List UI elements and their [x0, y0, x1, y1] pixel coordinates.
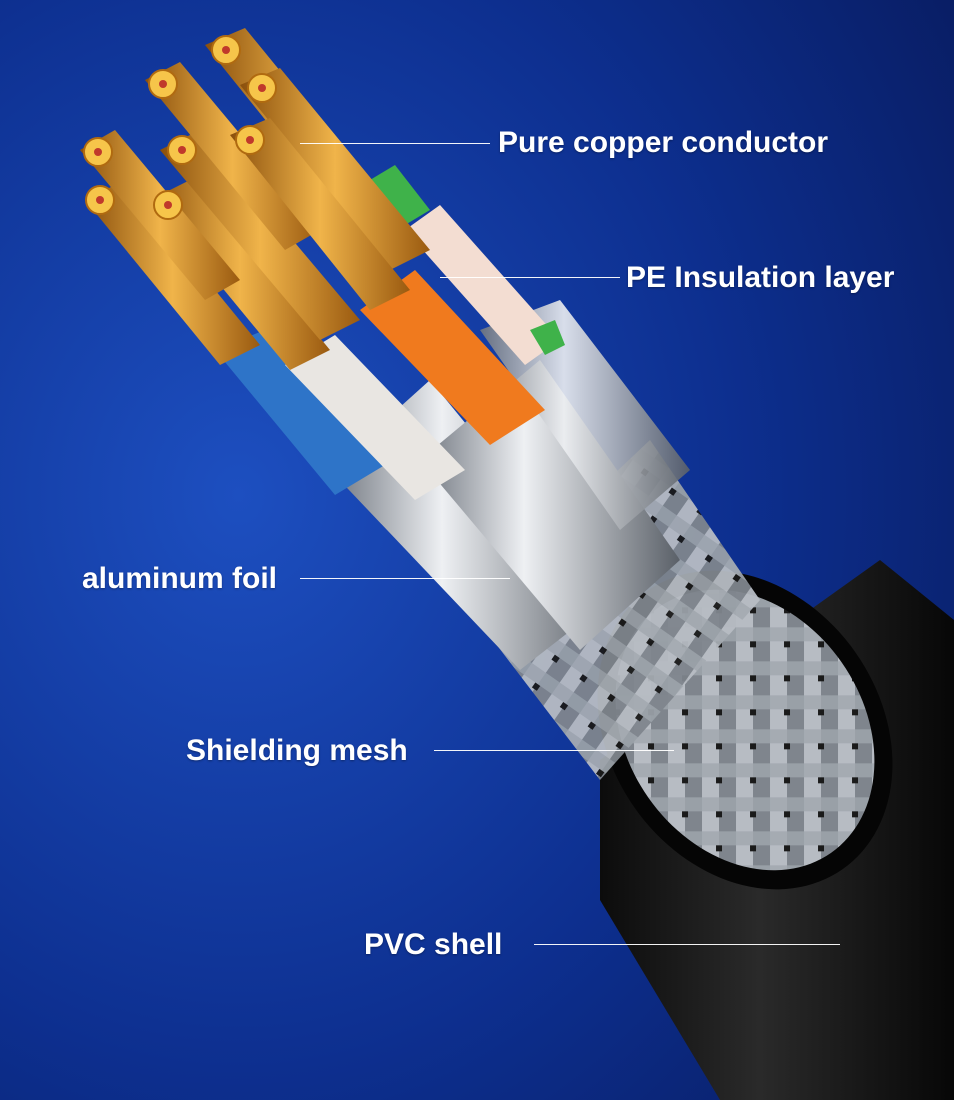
leader-line-foil	[300, 578, 510, 579]
label-pvc-shell: PVC shell	[364, 928, 503, 961]
pe-insulation-shapes	[215, 165, 565, 500]
leader-line-mesh	[434, 750, 674, 751]
label-aluminum-foil: aluminum foil	[82, 562, 277, 595]
leader-line-insulation	[440, 277, 620, 278]
label-pe-insulation-layer: PE Insulation layer	[626, 261, 895, 294]
label-pure-copper-conductor: Pure copper conductor	[498, 126, 829, 159]
leader-line-copper	[300, 143, 490, 144]
label-shielding-mesh: Shielding mesh	[186, 734, 408, 767]
copper-conductor-shapes	[80, 28, 430, 370]
leader-line-shell	[534, 944, 840, 945]
